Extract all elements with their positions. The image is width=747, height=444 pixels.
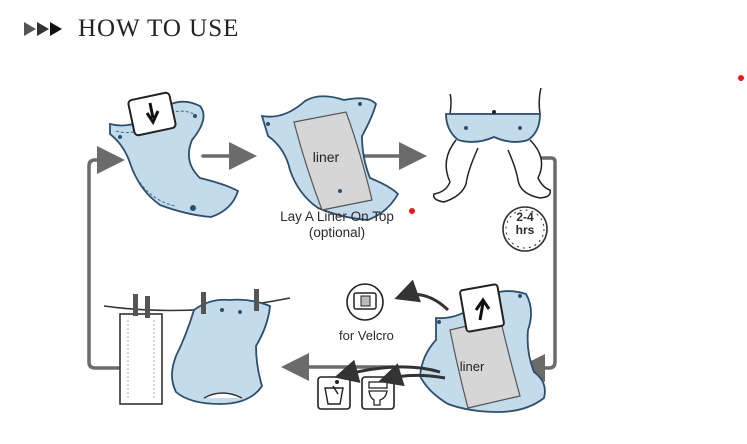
lay-liner-line2: (optional) xyxy=(308,225,366,240)
lay-liner-line1: Lay A Liner On Top xyxy=(280,209,394,224)
red-dot-marker xyxy=(738,75,744,81)
header: HOW TO USE xyxy=(24,14,239,44)
baby-wearing-diaper-icon xyxy=(432,87,552,203)
timer-icon xyxy=(502,206,548,252)
red-dot-marker xyxy=(409,208,415,214)
timer-hours: 2-4 xyxy=(516,210,534,224)
trash-bin-icon xyxy=(317,376,351,410)
toilet-icon xyxy=(361,376,395,410)
diaper-with-liner-icon xyxy=(260,95,400,221)
lay-liner-caption: Lay A Liner On Top (optional) xyxy=(262,209,412,241)
liner-label-bottom: liner xyxy=(460,359,485,374)
triple-arrow-icon xyxy=(24,22,62,36)
flow-arrows xyxy=(87,142,557,382)
liner-label-top: liner xyxy=(313,149,340,165)
velcro-fold-icon xyxy=(346,283,384,321)
diaper-insert-icon xyxy=(109,91,240,218)
clothesline-icon xyxy=(103,289,291,405)
page-title: HOW TO USE xyxy=(78,15,240,42)
for-velcro-label: for Velcro xyxy=(339,328,394,343)
timer-unit: hrs xyxy=(515,223,535,237)
used-diaper-icon xyxy=(419,283,546,413)
timer-label: 2-4 hrs xyxy=(504,211,546,237)
